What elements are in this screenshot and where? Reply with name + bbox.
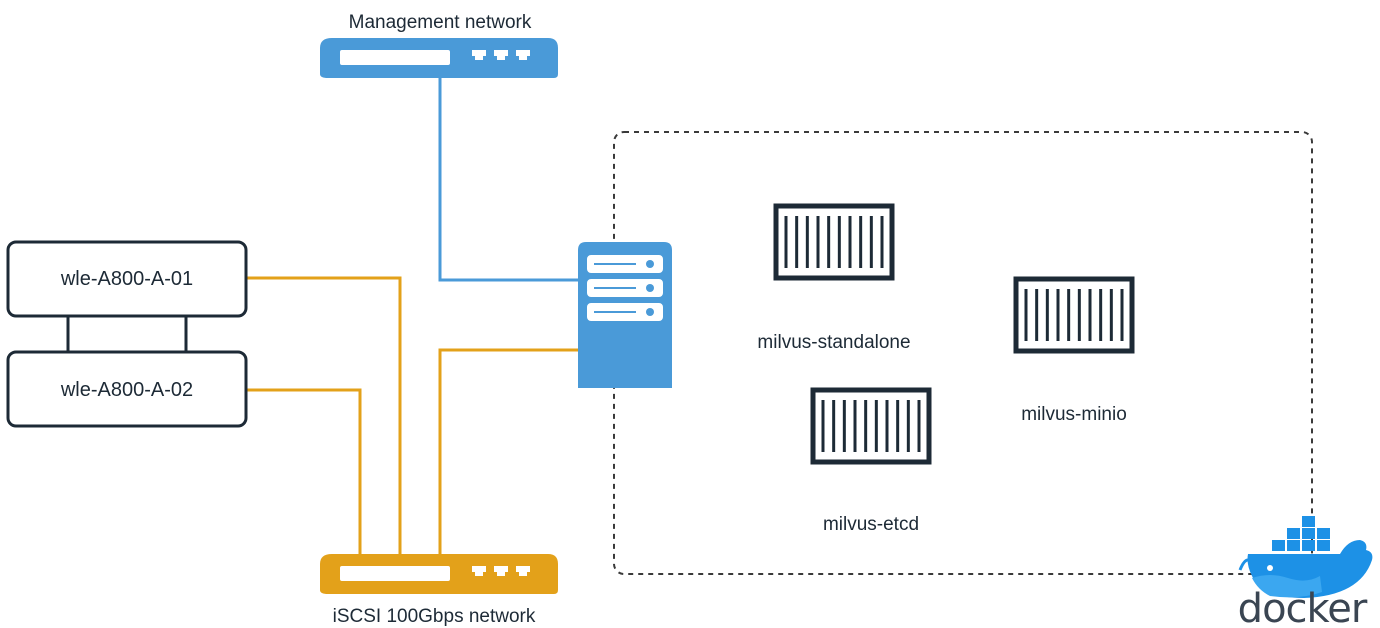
port-icon: [516, 566, 530, 576]
container-milvus-standalone: milvus-standalone: [757, 203, 911, 353]
container-milvus-minio: milvus-minio: [1013, 276, 1135, 425]
iscsi-switch: [320, 554, 558, 594]
port-icon: [494, 566, 508, 576]
container-label: milvus-etcd: [823, 514, 919, 535]
iscsi-network-label: iSCSI 100Gbps network: [333, 606, 536, 627]
docker-logo: docker: [1238, 516, 1373, 628]
container-milvus-etcd: milvus-etcd: [810, 387, 932, 535]
port-icon: [494, 50, 508, 60]
storage-node-02: wle-A800-A-02: [6, 350, 248, 428]
docker-host-boundary: [613, 131, 1313, 575]
container-frame: [773, 203, 895, 281]
management-link: [438, 74, 578, 282]
container-icon: [810, 387, 932, 465]
container-label: milvus-standalone: [757, 332, 910, 353]
management-network-label: Management network: [349, 12, 532, 33]
server-icon: [578, 242, 672, 388]
storage-node-label: wle-A800-A-02: [60, 379, 193, 401]
iscsi-link-node-01: [246, 276, 402, 560]
switch-panel: [340, 566, 450, 581]
storage-node-label: wle-A800-A-01: [60, 268, 193, 290]
container-icon: [773, 203, 895, 281]
iscsi-link-node-02: [246, 388, 362, 560]
iscsi-link-server: [438, 348, 578, 560]
port-icon: [472, 566, 486, 576]
container-frame: [1013, 276, 1135, 354]
management-switch: [320, 38, 558, 78]
container-icon: [1013, 276, 1135, 354]
docker-whale-icon: [1238, 516, 1373, 598]
port-icon: [472, 50, 486, 60]
docker-wordmark: docker: [1238, 586, 1368, 628]
container-label: milvus-minio: [1021, 404, 1127, 425]
switch-panel: [340, 50, 450, 65]
port-icon: [516, 50, 530, 60]
storage-node-01: wle-A800-A-01: [6, 240, 248, 318]
container-frame: [810, 387, 932, 465]
